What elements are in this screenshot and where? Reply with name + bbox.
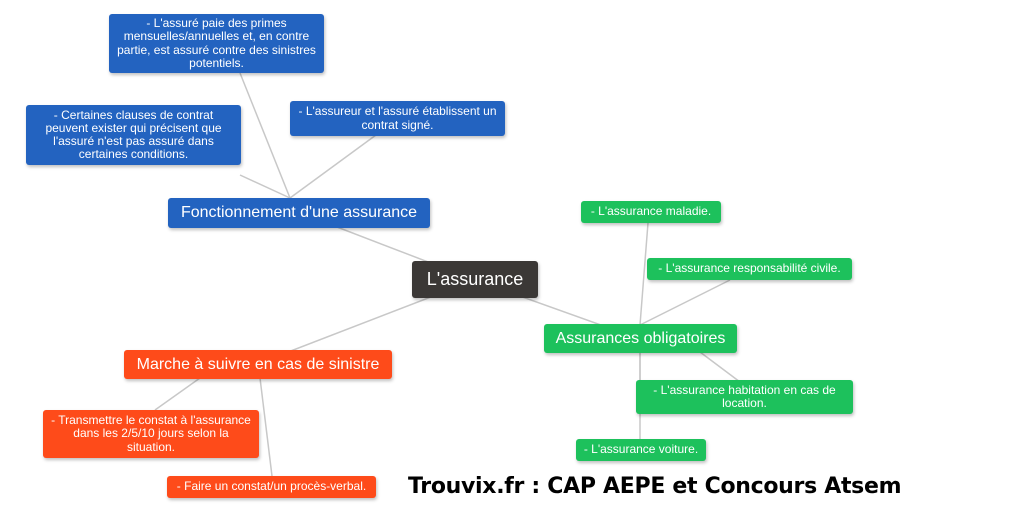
leaf-pv[interactable]: - Faire un constat/un procès-verbal.	[167, 476, 376, 498]
branch-fonctionnement-label: Fonctionnement d'une assurance	[180, 204, 418, 222]
leaf-clauses[interactable]: - Certaines clauses de contrat peuvent e…	[26, 105, 241, 165]
leaf-voiture[interactable]: - L'assurance voiture.	[576, 439, 706, 461]
branch-sinistre[interactable]: Marche à suivre en cas de sinistre	[124, 350, 392, 379]
leaf-clauses-text: - Certaines clauses de contrat peuvent e…	[45, 107, 222, 162]
link-oblig-maladie	[639, 222, 649, 326]
link-sin-constat	[154, 377, 201, 411]
branch-fonctionnement[interactable]: Fonctionnement d'une assurance	[168, 198, 430, 228]
leaf-constat[interactable]: - Transmettre le constat à l'assurance d…	[43, 410, 259, 458]
branch-obligatoires[interactable]: Assurances obligatoires	[544, 324, 737, 353]
branch-sinistre-label: Marche à suivre en cas de sinistre	[136, 355, 380, 373]
leaf-maladie-text: - L'assurance maladie.	[590, 204, 712, 219]
leaf-voiture-text: - L'assurance voiture.	[583, 442, 699, 457]
leaf-rc-text: - L'assurance responsabilité civile.	[658, 261, 841, 276]
leaf-primes[interactable]: - L'assuré paie des primes mensuelles/an…	[109, 14, 324, 73]
link-fonct-contrat	[289, 134, 377, 199]
leaf-maladie[interactable]: - L'assurance maladie.	[581, 201, 721, 223]
link-oblig-habitation2	[699, 351, 741, 383]
leaf-constat-text: - Transmettre le constat à l'assurance d…	[51, 413, 251, 454]
leaf-habitation[interactable]: - L'assurance habitation en cas de locat…	[636, 380, 853, 414]
link-oblig-rc	[639, 279, 731, 326]
link-sin-pv	[259, 377, 273, 477]
watermark-text: Trouvix.fr : CAP AEPE et Concours Atsem	[408, 474, 902, 499]
leaf-rc[interactable]: - L'assurance responsabilité civile.	[647, 258, 852, 280]
leaf-pv-text: - Faire un constat/un procès-verbal.	[176, 479, 367, 494]
leaf-contrat[interactable]: - L'assureur et l'assuré établissent un …	[290, 101, 505, 136]
leaf-contrat-text: - L'assureur et l'assuré établissent un …	[298, 104, 497, 132]
root-node[interactable]: L'assurance	[412, 261, 538, 298]
root-label: L'assurance	[426, 268, 524, 289]
link-fonct-clauses	[239, 174, 291, 199]
leaf-primes-text: - L'assuré paie des primes mensuelles/an…	[117, 16, 316, 70]
leaf-habitation-text: - L'assurance habitation en cas de locat…	[653, 382, 836, 410]
branch-obligatoires-label: Assurances obligatoires	[555, 329, 726, 347]
link-fonct-primes	[239, 72, 291, 199]
